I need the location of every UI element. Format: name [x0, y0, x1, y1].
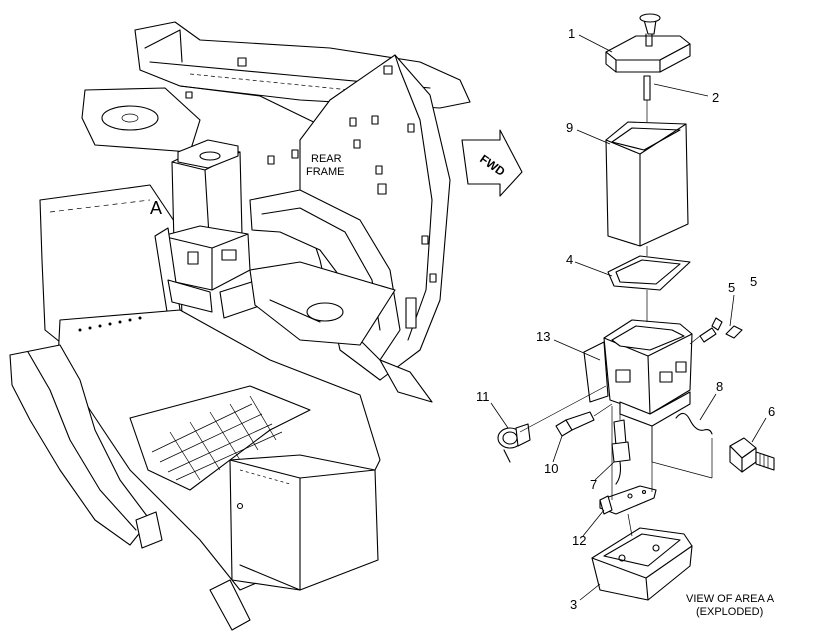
part-4-gasket: [607, 255, 691, 291]
part-9-reservoir: [605, 121, 689, 247]
part-2-stem: [643, 75, 651, 101]
area-a-label: A: [150, 198, 162, 218]
part-8-wire: [675, 412, 713, 435]
frame-bolt-holes: [185, 57, 437, 283]
leader-lines: [490, 34, 767, 601]
rear-frame-label-line2: FRAME: [306, 166, 345, 178]
machine-frame-assembly: [9, 21, 471, 631]
callout-numbers: 1 2 9 4 5 5 13 8 6 11 10 7 12 3: [476, 26, 775, 612]
view-caption-line1: VIEW OF AREA A: [686, 593, 775, 605]
fwd-arrow: FWD: [461, 129, 523, 197]
part-12-bracket: [599, 485, 657, 515]
callout-1: 1: [568, 26, 575, 41]
callout-12: 12: [572, 533, 586, 548]
callout-5a: 5: [728, 280, 735, 295]
callout-13: 13: [536, 329, 550, 344]
rear-frame-label-line1: REAR: [311, 153, 342, 165]
part-13-pump-body: [583, 319, 693, 427]
exploded-view: [497, 13, 775, 601]
callout-9: 9: [566, 120, 573, 135]
part-6-switch: [729, 437, 775, 473]
part-3-tray: [591, 527, 693, 601]
part-1-cap: [605, 13, 691, 73]
part-5-fittings: [699, 317, 743, 343]
callout-7: 7: [590, 477, 597, 492]
callout-2: 2: [712, 90, 719, 105]
view-caption-line2: (EXPLODED): [696, 606, 763, 618]
part-7-connector: [611, 419, 631, 485]
part-11-clamp: [497, 423, 531, 463]
pump-module-installed: [154, 139, 263, 319]
callout-5b: 5: [750, 274, 757, 289]
callout-6: 6: [768, 404, 775, 419]
part-10-sensor: [555, 411, 595, 437]
perforated-grid: [151, 395, 283, 481]
callout-3: 3: [570, 597, 577, 612]
callout-8: 8: [716, 379, 723, 394]
callout-10: 10: [544, 461, 558, 476]
callout-11: 11: [476, 389, 490, 404]
callout-4: 4: [566, 252, 573, 267]
